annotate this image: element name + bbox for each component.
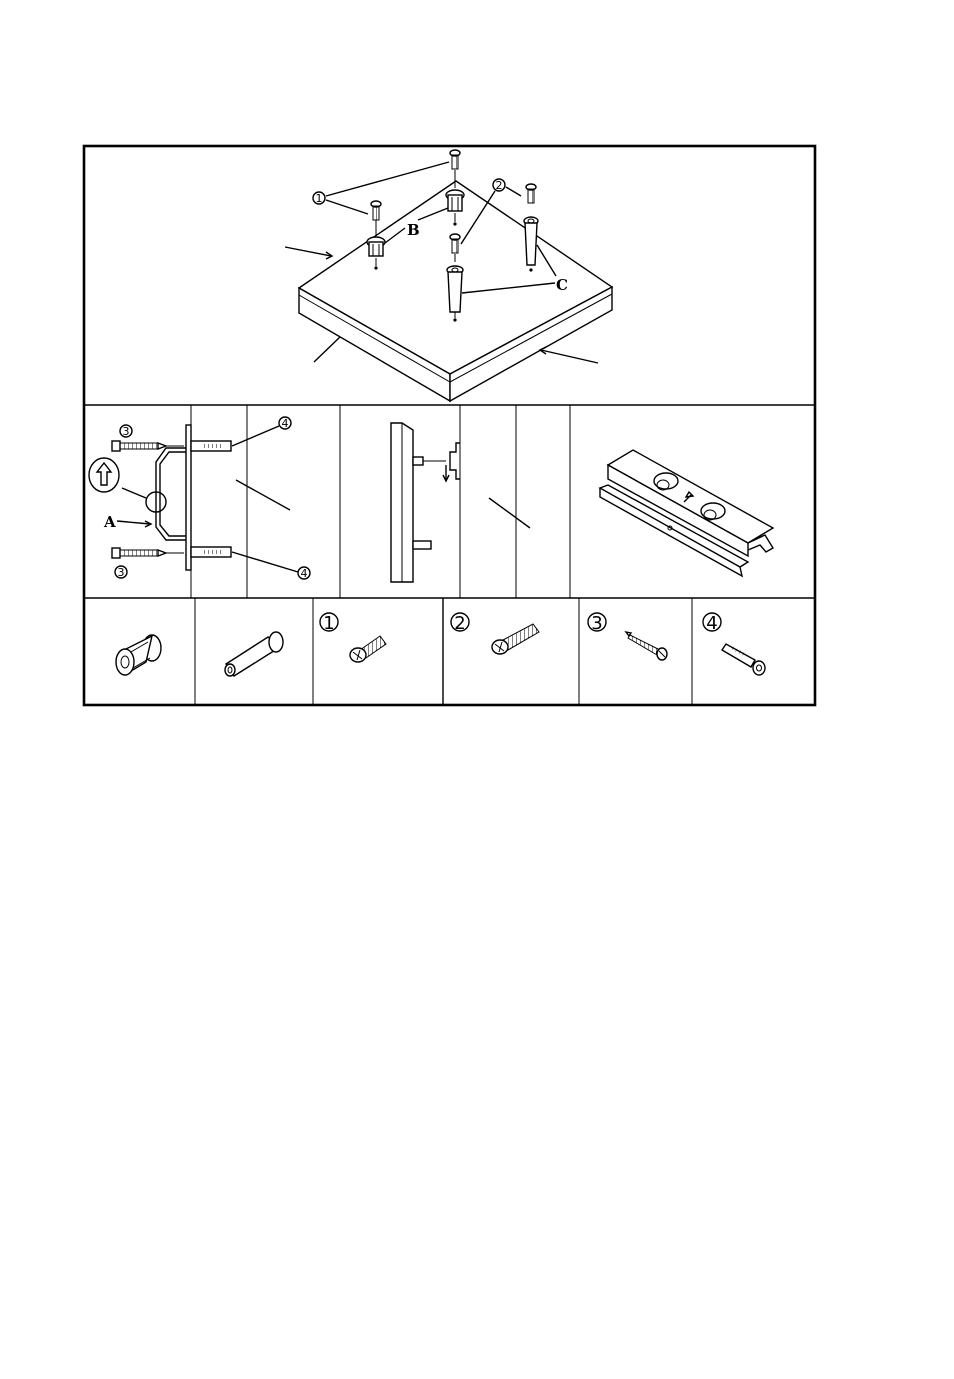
svg-text:1: 1	[316, 192, 323, 205]
label-b: B	[384, 207, 449, 244]
svg-text:2: 2	[454, 613, 465, 634]
svg-text:4: 4	[282, 417, 289, 430]
bushing-icon	[115, 634, 162, 676]
svg-text:3: 3	[118, 566, 125, 579]
dowel-c-front	[446, 233, 464, 322]
svg-text:C: C	[556, 276, 568, 294]
bracket-a-wall-mount: A 3 3 4 4	[88, 416, 311, 580]
wall-plug-icon: 4	[702, 612, 766, 676]
svg-text:4: 4	[301, 567, 308, 580]
svg-text:1: 1	[323, 613, 334, 634]
dowel-c-right	[523, 183, 539, 272]
frame	[82, 144, 817, 707]
label-c: C	[461, 244, 568, 294]
svg-text:2: 2	[496, 179, 503, 192]
dowel-icon	[224, 631, 284, 677]
svg-text:3: 3	[591, 613, 602, 634]
panel-hang-detail	[390, 422, 531, 583]
screw-2-icon: 2	[450, 612, 540, 655]
svg-text:B: B	[407, 221, 420, 239]
callout-1-top: 1	[312, 161, 450, 215]
bushing-b-back	[445, 149, 465, 226]
svg-text:A: A	[103, 513, 116, 531]
callout-2-top: 2	[460, 178, 522, 245]
svg-text:3: 3	[123, 425, 130, 438]
screw-1-icon: 1	[319, 612, 387, 663]
bushing-b-left	[366, 200, 386, 270]
mounting-rail	[598, 449, 775, 578]
wood-screw-icon: 3	[587, 612, 668, 661]
svg-text:4: 4	[706, 613, 717, 634]
